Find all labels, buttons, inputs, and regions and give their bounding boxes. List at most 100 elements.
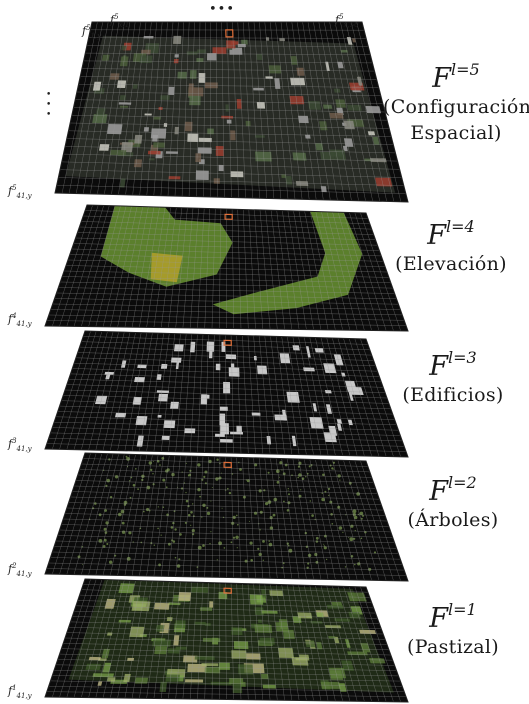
satellite-patch: [205, 82, 218, 89]
grass-patch: [229, 678, 244, 685]
grass-patch: [269, 590, 284, 597]
tree: [279, 461, 283, 465]
layer-plane-l2: [44, 452, 409, 582]
building: [333, 354, 344, 366]
building: [221, 341, 226, 352]
grass-patch: [155, 625, 165, 632]
satellite-patch: [212, 47, 227, 54]
tree: [249, 541, 253, 545]
tree: [165, 469, 169, 473]
layer-symbol: Fl=2: [394, 468, 512, 507]
grid-line: [75, 237, 378, 246]
satellite-patch: [292, 152, 307, 161]
grass-patch: [347, 592, 367, 602]
satellite-patch: [215, 146, 224, 156]
grass-patch: [210, 681, 232, 685]
grass-patch: [334, 618, 351, 622]
grid-line: [66, 138, 394, 145]
tree: [352, 512, 356, 517]
grid-line: [60, 281, 393, 289]
layer-caption: (Edificios): [402, 384, 504, 406]
grid-line: [50, 432, 403, 442]
grass-patch: [118, 583, 135, 594]
highlight-cell: [223, 587, 232, 594]
axis-label-corner-l3: f341,y: [8, 437, 32, 453]
tree: [128, 531, 132, 535]
grass-patch: [107, 677, 116, 682]
satellite-patch: [342, 145, 348, 151]
tree: [168, 542, 171, 546]
grid-lines: [54, 21, 409, 203]
satellite-patch: [177, 71, 187, 79]
grid-line: [70, 621, 382, 629]
axis-label-top-mid: f5x,1: [110, 13, 130, 29]
tree: [98, 539, 103, 543]
highlight-cell: [223, 339, 232, 346]
satellite-patch: [165, 151, 178, 154]
tree: [332, 461, 335, 464]
grid-line: [78, 84, 379, 88]
grid-line: [66, 507, 386, 516]
tree: [309, 500, 311, 502]
grid-line: [59, 405, 393, 415]
tree: [352, 509, 357, 514]
tree: [202, 544, 205, 547]
tree: [228, 491, 232, 495]
satellite-patch: [186, 51, 198, 55]
tree: [327, 487, 331, 490]
grid-line: [63, 643, 389, 650]
grass-patch: [204, 666, 221, 674]
tree: [222, 516, 225, 519]
tree: [105, 484, 108, 487]
building: [156, 374, 162, 380]
grass-patch: [204, 623, 211, 626]
satellite-patch: [147, 150, 161, 155]
tree: [161, 457, 165, 460]
tree: [132, 541, 134, 543]
grass-patch: [298, 654, 310, 659]
axis-label-base: f: [8, 312, 13, 326]
axis-label-base: f: [8, 684, 13, 698]
grass-patch: [328, 667, 347, 679]
tree: [126, 556, 131, 561]
axis-label-base: f: [8, 562, 13, 576]
tree: [354, 515, 358, 520]
tree: [187, 513, 191, 517]
layer-symbol: Fl=1: [394, 595, 512, 634]
satellite-patch: [226, 119, 232, 124]
satellite-patch: [295, 181, 309, 186]
satellite-patch: [218, 164, 224, 172]
tree: [362, 514, 364, 517]
building: [206, 341, 215, 352]
tree: [231, 473, 234, 475]
building: [105, 371, 111, 380]
tree: [360, 537, 363, 540]
tree: [197, 463, 201, 467]
satellite-patch: [101, 54, 110, 61]
satellite-patch: [255, 151, 272, 162]
layer-symbol-base: F: [432, 63, 452, 94]
plane-border: [54, 21, 409, 203]
tree: [258, 552, 262, 557]
satellite-patch: [189, 70, 197, 79]
grid-line: [54, 422, 399, 431]
satellite-patch: [230, 130, 236, 141]
tree: [98, 513, 102, 517]
tree: [297, 465, 301, 468]
tree: [109, 560, 113, 564]
axis-label-superscript: 5: [12, 184, 17, 192]
tree: [94, 502, 97, 505]
grass-patch: [233, 641, 249, 650]
grid-line: [64, 270, 389, 278]
plane-background: [45, 453, 408, 581]
satellite-patch: [256, 102, 266, 109]
grid-line: [55, 540, 397, 549]
building: [251, 412, 261, 416]
grass-patch: [278, 619, 289, 630]
satellite-patch: [329, 112, 344, 119]
tree: [262, 559, 264, 561]
tree: [211, 487, 213, 488]
satellite-patch: [225, 104, 229, 112]
tree: [268, 542, 273, 547]
grid-line: [70, 373, 382, 383]
